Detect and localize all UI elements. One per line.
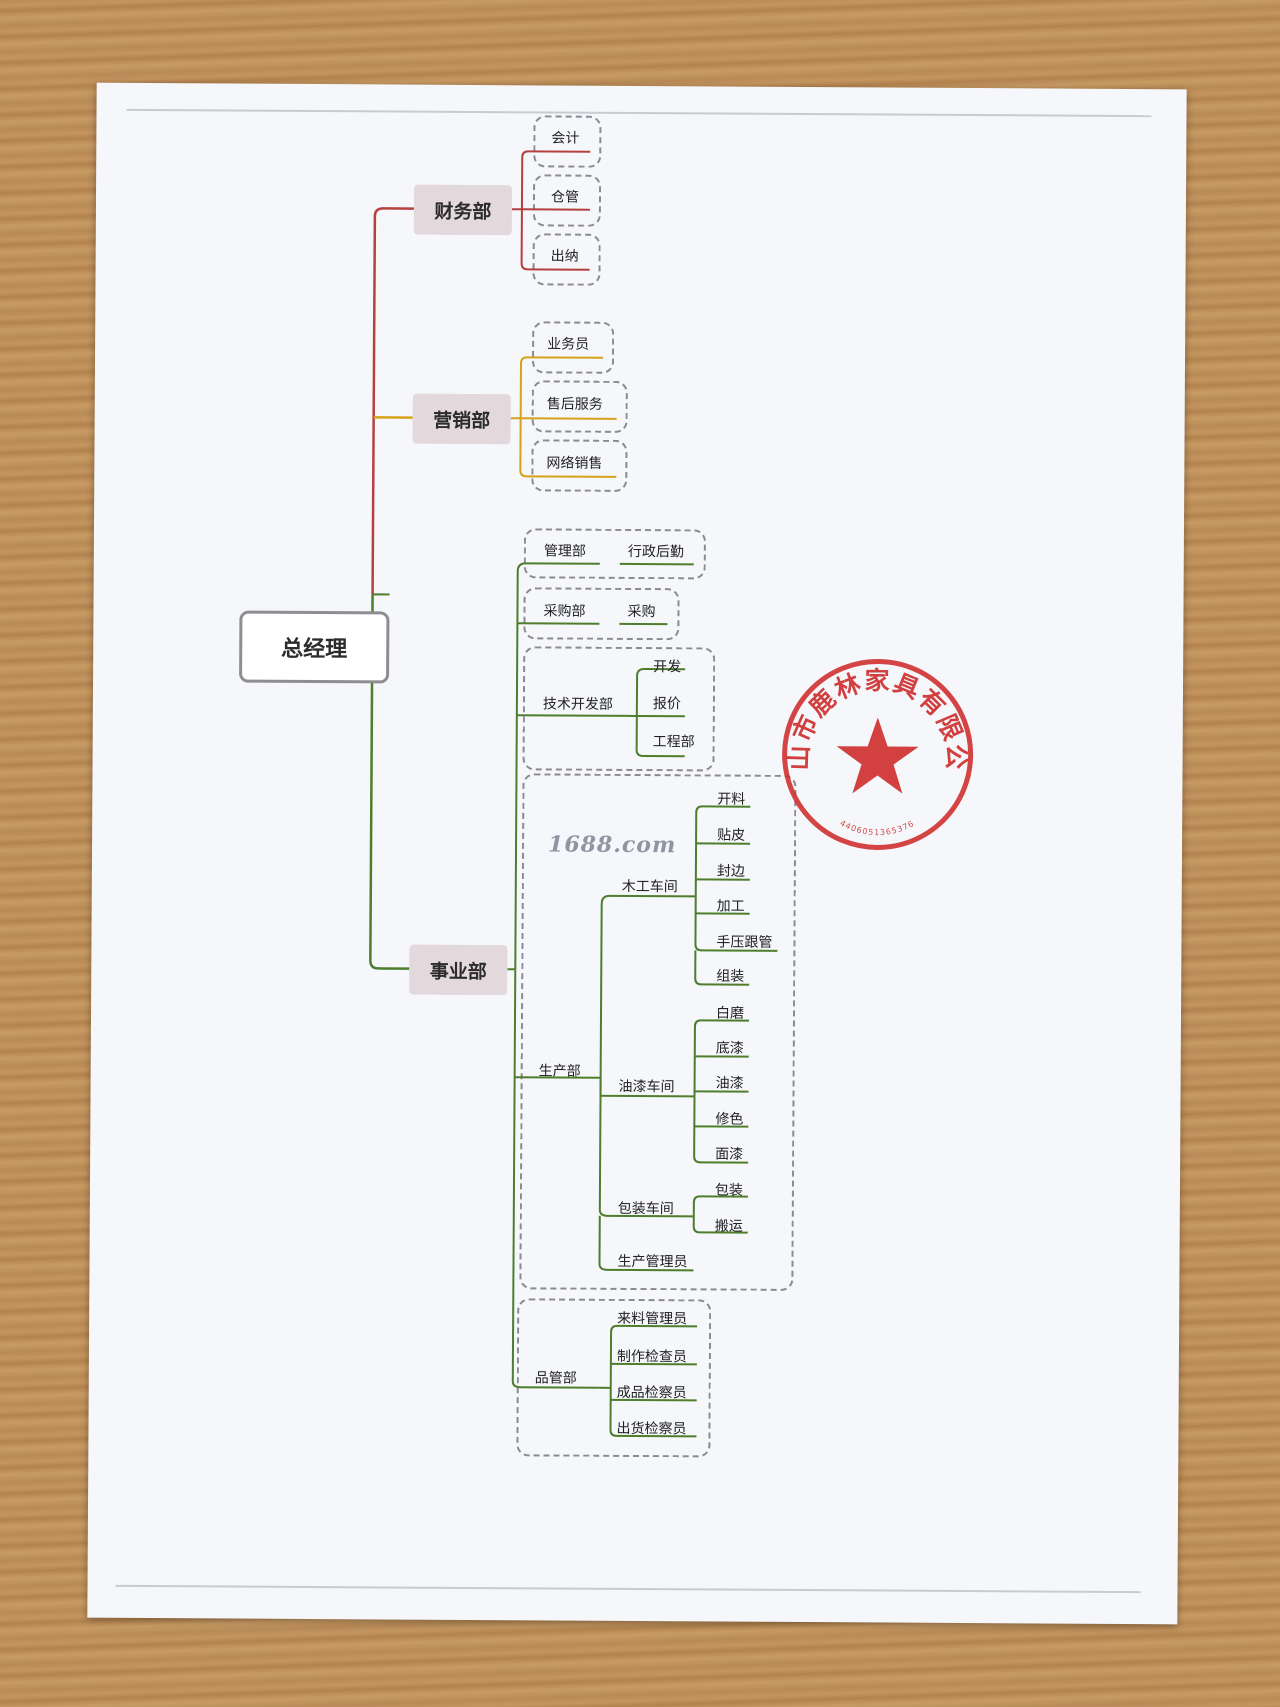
paint-child-0: 白磨 xyxy=(716,1002,744,1022)
packing-child-0: 包装 xyxy=(715,1179,743,1199)
wood-child-0: 开料 xyxy=(717,788,745,808)
finance-dept-label: 财务部 xyxy=(434,196,491,223)
paint-workshop: 油漆车间 xyxy=(619,1076,675,1096)
packing-child-1: 搬运 xyxy=(715,1215,743,1235)
tech-child-0: 开发 xyxy=(653,656,681,676)
tech-child-1: 报价 xyxy=(653,693,681,713)
seal-number: 4406051365376 xyxy=(838,818,916,837)
svg-text:4406051365376: 4406051365376 xyxy=(838,818,916,837)
marketing-child-2: 网络销售 xyxy=(546,452,602,472)
quality-child-2: 成品检察员 xyxy=(617,1382,687,1402)
general-manager-label: 总经理 xyxy=(281,631,347,663)
management-dept: 管理部 xyxy=(544,540,586,560)
general-manager-node: 总经理 xyxy=(239,611,389,684)
watermark-text: 1688.com xyxy=(548,831,676,858)
finance-child-2: 出纳 xyxy=(551,245,579,265)
purchasing-dept: 采购部 xyxy=(543,600,585,620)
wood-child-5: 组装 xyxy=(716,965,744,985)
wood-child-4: 手压跟管 xyxy=(716,931,772,951)
production-manager: 生产管理员 xyxy=(617,1251,687,1271)
marketing-child-0: 业务员 xyxy=(547,333,589,353)
purchasing-child: 采购 xyxy=(627,601,655,621)
tech-child-2: 工程部 xyxy=(653,731,695,751)
wood-child-3: 加工 xyxy=(717,895,745,915)
quality-child-3: 出货检察员 xyxy=(616,1418,686,1438)
paint-child-4: 面漆 xyxy=(715,1143,743,1163)
company-seal: 佛山市鹿林家具有限公司 4406051365376 xyxy=(777,654,978,855)
paint-child-2: 油漆 xyxy=(716,1072,744,1092)
wood-workshop: 木工车间 xyxy=(622,876,678,896)
packing-workshop: 包装车间 xyxy=(618,1198,674,1218)
paint-child-3: 修色 xyxy=(715,1108,743,1128)
finance-child-1: 仓管 xyxy=(551,186,579,206)
seal-star-icon xyxy=(836,717,918,793)
marketing-child-1: 售后服务 xyxy=(547,393,603,413)
wood-child-2: 封边 xyxy=(717,860,745,880)
business-dept-node: 事业部 xyxy=(409,945,507,996)
finance-child-0: 会计 xyxy=(551,127,579,147)
org-chart-paper: 总经理 财务部 营销部 事业部 会计 仓管 出纳 业务员 售后服务 网络销售 管… xyxy=(87,83,1186,1625)
tech-dept: 技术开发部 xyxy=(543,693,613,713)
finance-dept-node: 财务部 xyxy=(414,185,512,236)
business-dept-label: 事业部 xyxy=(430,956,487,983)
marketing-dept-node: 营销部 xyxy=(412,394,510,445)
management-child: 行政后勤 xyxy=(628,541,684,561)
wood-child-1: 贴皮 xyxy=(717,824,745,844)
quality-child-1: 制作检查员 xyxy=(617,1346,687,1366)
marketing-dept-label: 营销部 xyxy=(433,405,490,432)
paint-child-1: 底漆 xyxy=(716,1037,744,1057)
quality-child-0: 来料管理员 xyxy=(617,1308,687,1328)
quality-dept: 品管部 xyxy=(535,1367,577,1387)
production-dept: 生产部 xyxy=(539,1060,581,1080)
